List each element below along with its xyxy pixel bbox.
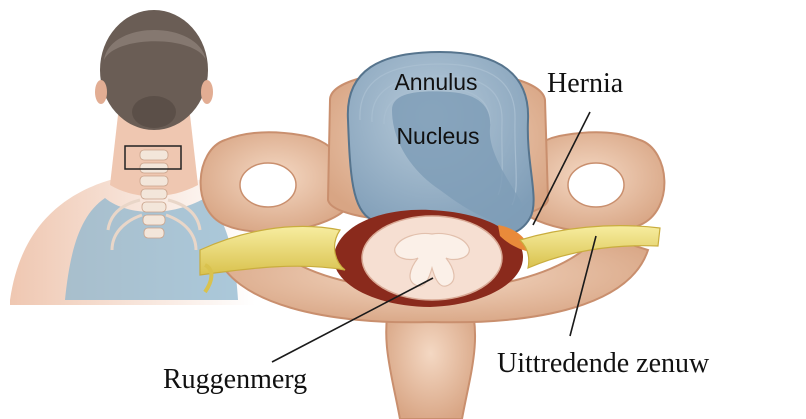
label-exiting-nerve: Uittredende zenuw xyxy=(497,348,710,379)
right-foramen xyxy=(568,163,624,207)
label-annulus: Annulus xyxy=(394,69,477,95)
label-spinal-cord: Ruggenmerg xyxy=(163,364,307,395)
label-nucleus: Nucleus xyxy=(396,123,479,149)
left-foramen xyxy=(240,163,296,207)
hair-bun xyxy=(132,96,176,128)
label-hernia: Hernia xyxy=(547,68,624,99)
